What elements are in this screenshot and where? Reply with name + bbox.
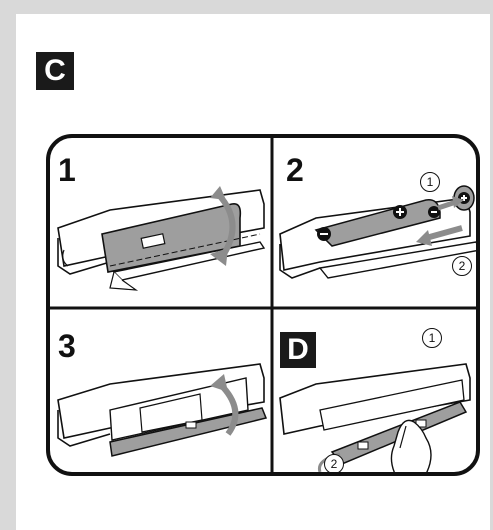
section-badge-c: C — [36, 52, 74, 90]
section-badge-d: D — [280, 332, 316, 368]
panel-d-callout-1: 1 — [422, 328, 442, 348]
device-illustration-step-1 — [57, 186, 266, 291]
device-illustration-panel-d — [279, 363, 471, 472]
step-number-3: 3 — [58, 328, 76, 364]
device-illustration-step-2 — [279, 185, 476, 279]
panel-step-1: 1 — [50, 138, 272, 308]
panel-d: 1 2 — [276, 314, 476, 472]
panel-dividers — [50, 138, 476, 472]
step-number-1: 1 — [58, 152, 76, 188]
panel-step-3: 3 — [50, 314, 272, 472]
device-illustration-step-3 — [57, 363, 268, 457]
instruction-sheet: C 1 — [16, 14, 490, 530]
step-number-2: 2 — [286, 152, 304, 188]
panel-d-callout-2: 2 — [324, 454, 344, 472]
callout-1: 1 — [420, 172, 440, 192]
step-panels-frame: 1 2 — [46, 134, 480, 476]
panel-step-2: 2 — [276, 138, 476, 308]
hand-icon — [390, 419, 432, 472]
callout-2: 2 — [452, 256, 472, 276]
